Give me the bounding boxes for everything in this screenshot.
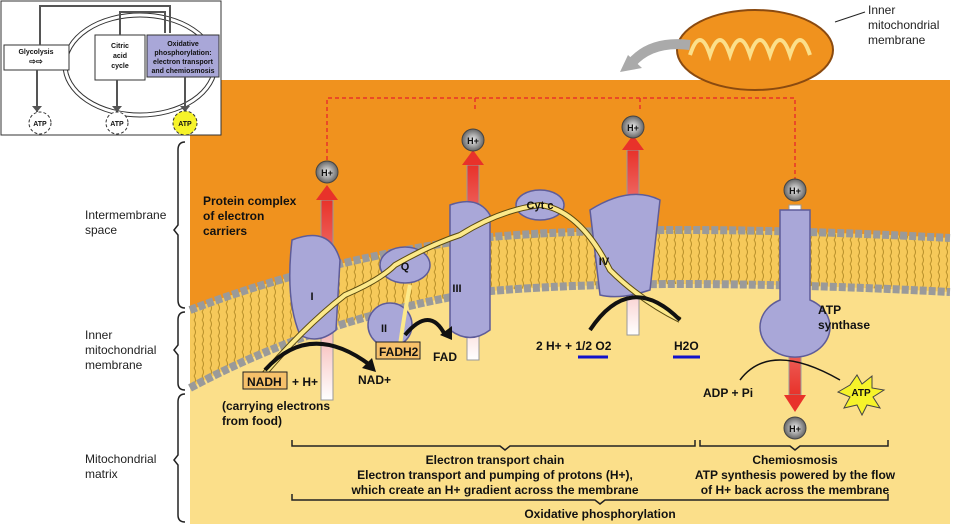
reaction-arrows: [263, 295, 841, 381]
protein-complex-label: Protein complex: [203, 194, 297, 208]
proton-label: H+: [627, 123, 639, 133]
oxygen-label: 2 H+ + 1/2 O2: [536, 339, 612, 353]
svg-text:⇨⇨: ⇨⇨: [29, 57, 43, 66]
oxphos-label: Oxidative phosphorylation: [524, 507, 675, 521]
proton-icons: [315, 115, 807, 440]
atp-synthase-label: ATP: [818, 303, 841, 317]
inset-atp: ATP: [33, 121, 47, 128]
carrying-label: (carrying electrons: [222, 399, 330, 413]
inset-citric: cycle: [111, 63, 129, 70]
fadh2-label: FADH2: [379, 345, 419, 359]
inset-oxphos: and chemiosmosis: [151, 68, 214, 75]
inset-atp: ATP: [110, 121, 124, 128]
proton-label: H+: [789, 424, 801, 434]
water-label: H2O: [674, 339, 699, 353]
q-label: Q: [401, 261, 410, 273]
inset-glycolysis: Glycolysis: [18, 49, 53, 56]
chemiosmosis-desc: of H+ back across the membrane: [701, 483, 890, 497]
proton-label: H+: [789, 186, 801, 196]
carrying-label: from food): [222, 414, 282, 428]
etc-desc: which create an H+ gradient across the m…: [350, 483, 638, 497]
proton-path: [326, 97, 796, 180]
complex-IV-label: IV: [599, 256, 610, 268]
atp-burst-icon: [836, 374, 886, 417]
atp-synthase: [759, 209, 831, 358]
inset-oxphos: electron transport: [153, 59, 214, 66]
etc-title: Electron transport chain: [426, 453, 565, 467]
proton-label: H+: [321, 168, 333, 178]
inset-oxphos: phosphorylation:: [154, 50, 211, 57]
inset-citric: acid: [113, 53, 127, 60]
inset-oxphos: Oxidative: [167, 41, 199, 48]
inset-atp: ATP: [178, 121, 192, 128]
atp-synthase-label: synthase: [818, 318, 870, 332]
nadh-label: NADH: [247, 375, 282, 389]
etc-desc: Electron transport and pumping of proton…: [357, 468, 633, 482]
complex-III-label: III: [452, 283, 461, 295]
adp-label: ADP + Pi: [703, 386, 753, 400]
overview-inset: [0, 0, 222, 136]
fad-label: FAD: [433, 350, 457, 364]
chemiosmosis-desc: ATP synthesis powered by the flow: [695, 468, 896, 482]
inset-citric: Citric: [111, 43, 129, 50]
region-braces: [173, 141, 889, 523]
protein-complex-label: carriers: [203, 224, 247, 238]
proton-label: H+: [467, 136, 479, 146]
complex-I-label: I: [310, 291, 313, 303]
mitochondrion-icon: [676, 9, 834, 91]
complex-II-label: II: [381, 323, 387, 335]
protein-complex-label: of electron: [203, 209, 264, 223]
nad-label: NAD+: [358, 373, 391, 387]
electron-path: [253, 202, 681, 387]
hplus-label: + H+: [292, 375, 318, 389]
chemiosmosis-title: Chemiosmosis: [752, 453, 838, 467]
cytc-label: Cyt c: [527, 200, 554, 212]
atp-label: ATP: [851, 388, 871, 399]
